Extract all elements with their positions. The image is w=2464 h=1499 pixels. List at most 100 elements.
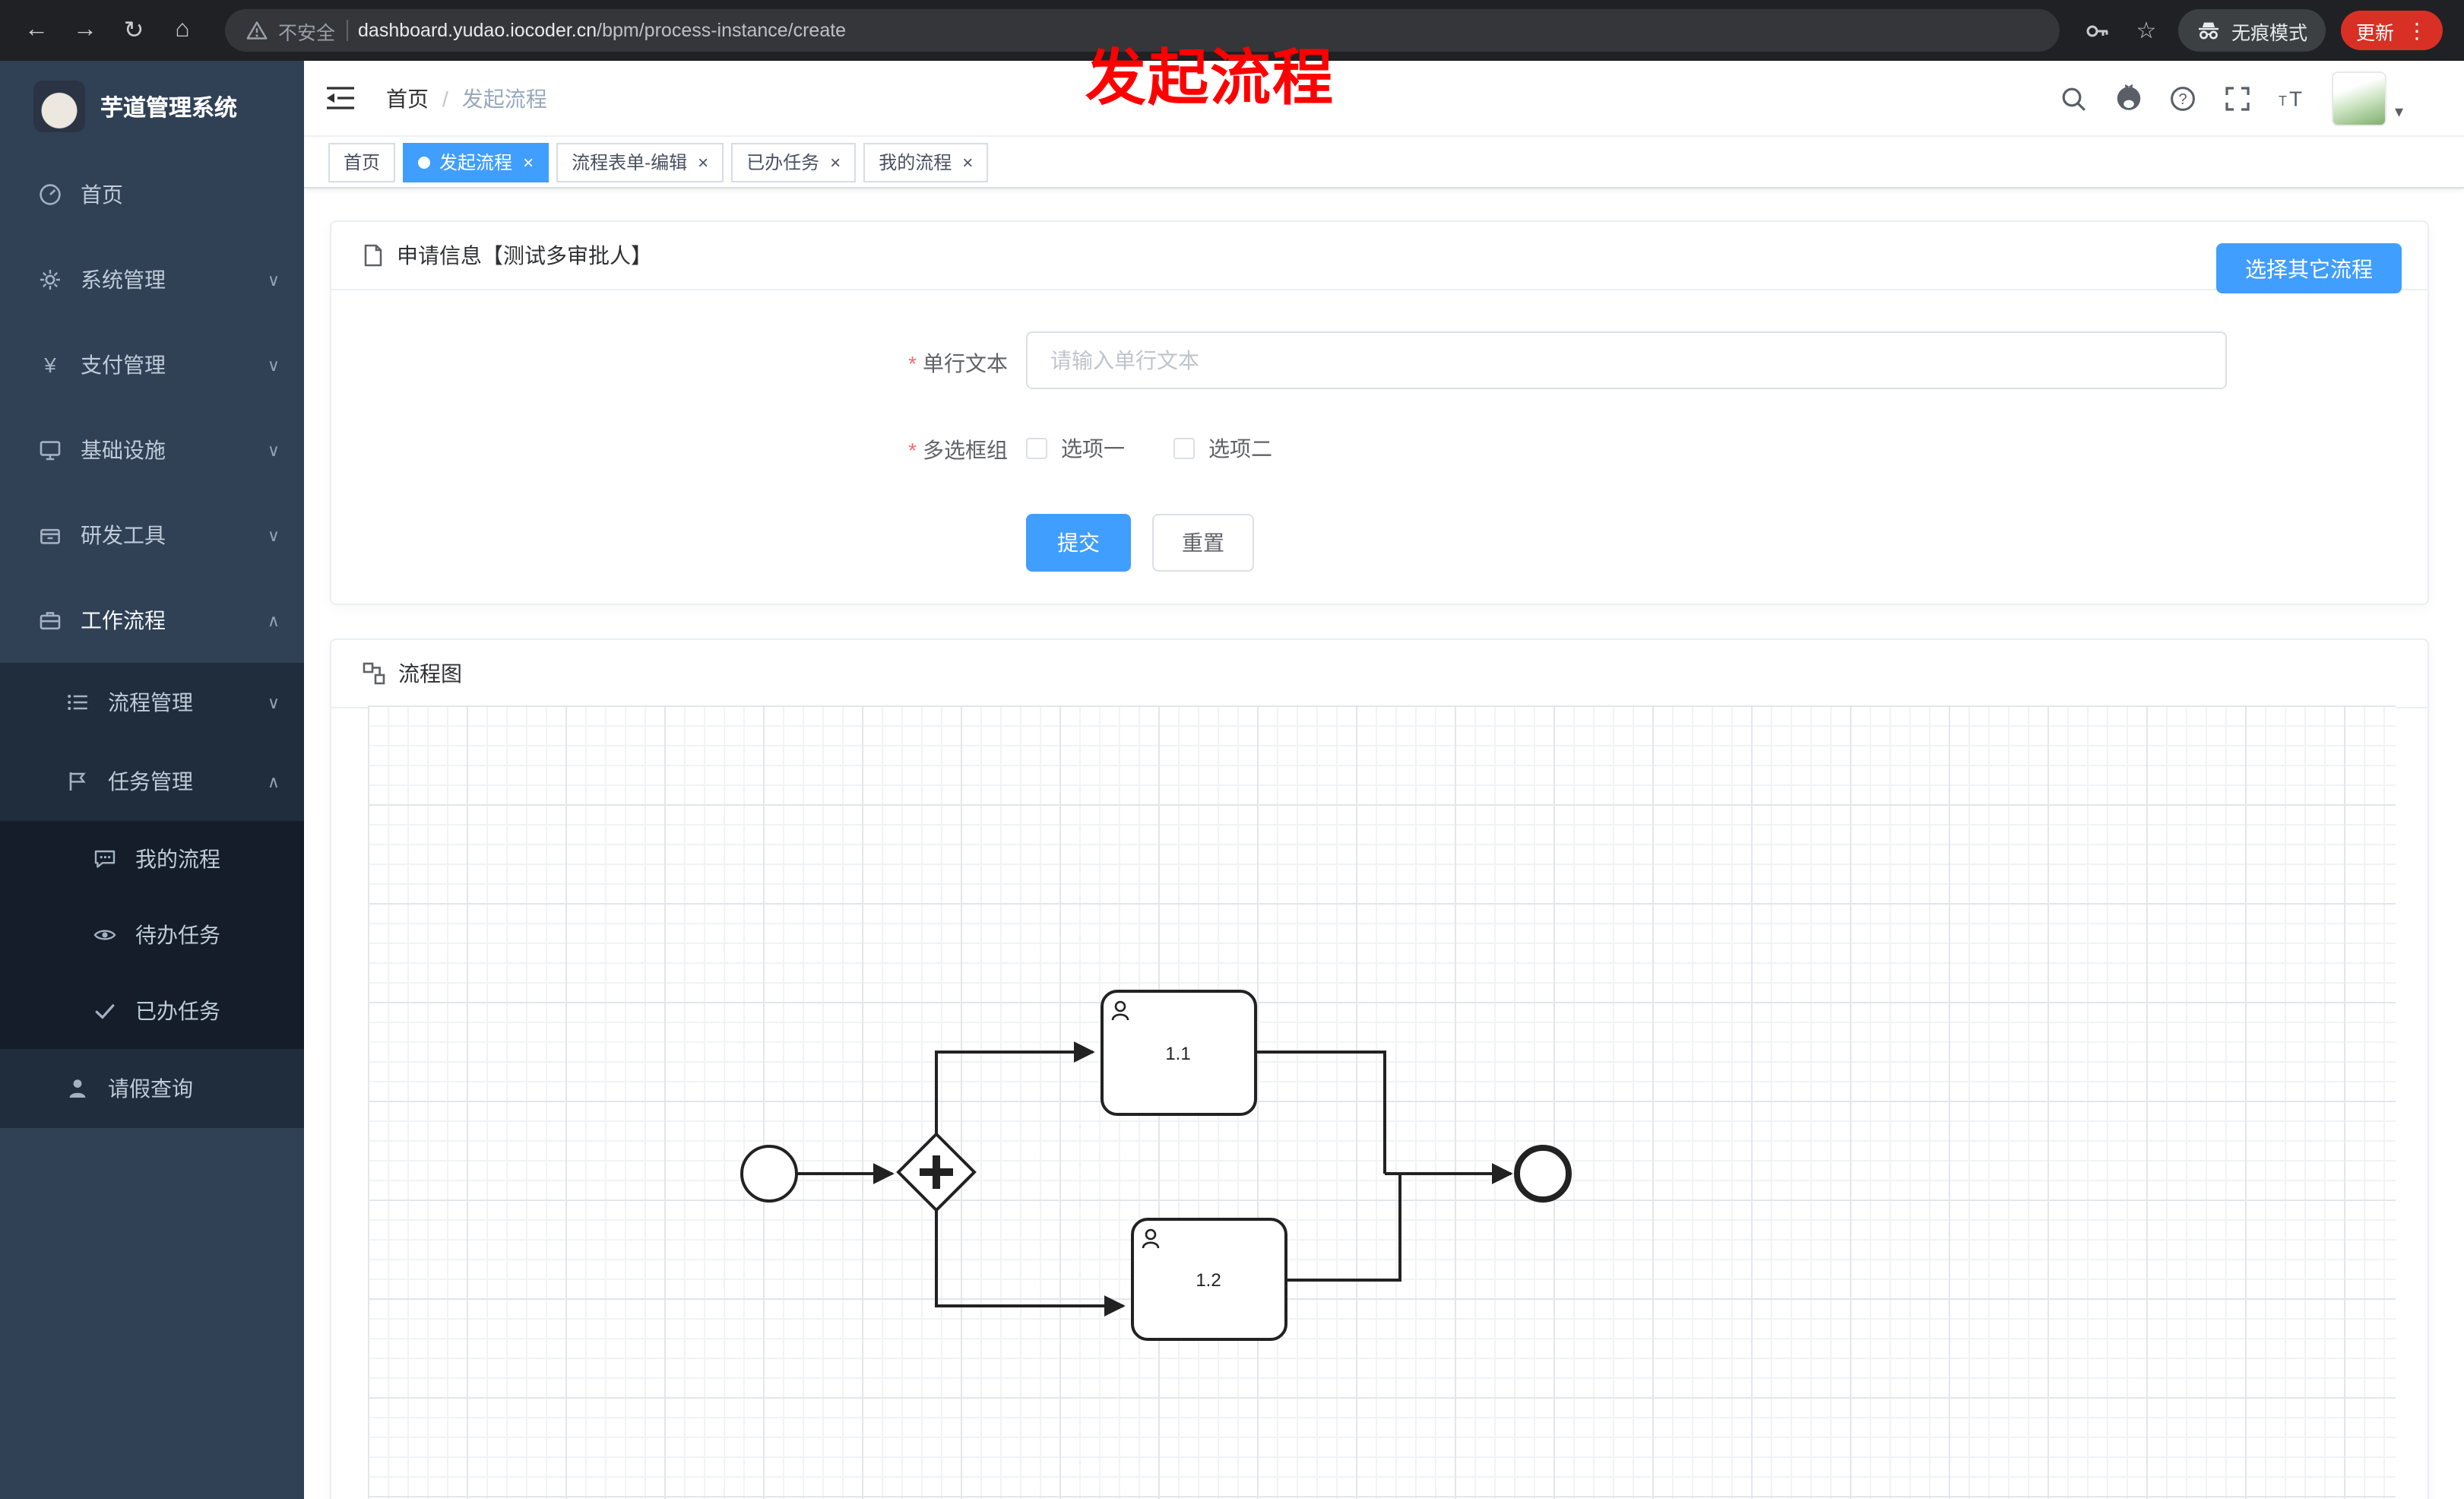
diagram-card-title: 流程图 (398, 661, 462, 686)
checkbox-icon[interactable] (1026, 438, 1047, 459)
breadcrumb-current: 发起流程 (461, 86, 547, 110)
dashboard-icon (36, 182, 64, 207)
incognito-badge[interactable]: 无痕模式 (2177, 9, 2326, 52)
chevron-up-icon: ∧ (267, 612, 280, 630)
menu-label: 工作流程 (81, 608, 166, 632)
text-field-label: *单行文本 (908, 351, 1008, 376)
user-task-icon (1142, 1228, 1160, 1249)
reset-button[interactable]: 重置 (1152, 514, 1254, 572)
sidebar-item-task-management[interactable]: 任务管理 ∧ (0, 742, 304, 821)
checkbox-option-1[interactable]: 选项一 (1026, 433, 1125, 464)
address-bar[interactable]: 不安全 dashboard.yudao.iocoder.cn/bpm/proce… (225, 9, 2060, 52)
forward-icon: → (73, 17, 97, 43)
apply-info-card-header: 申请信息【测试多审批人】 (331, 222, 2428, 290)
sidebar-item-done-tasks[interactable]: 已办任务 (0, 973, 304, 1049)
checkbox-label: 选项二 (1208, 436, 1272, 461)
security-label[interactable]: 不安全 (278, 22, 336, 43)
end-event (1514, 1145, 1572, 1203)
github-icon[interactable] (2114, 83, 2144, 113)
task-label: 1.1 (1165, 1044, 1190, 1064)
yen-icon: ¥ (44, 353, 56, 377)
submit-button[interactable]: 提交 (1026, 514, 1131, 572)
tab-label: 我的流程 (879, 152, 952, 173)
warning-icon (246, 21, 268, 40)
flow-gateway-to-task1 (935, 1041, 1095, 1136)
apply-info-card: 申请信息【测试多审批人】 选择其它流程 *单行文本 *多选框组 选项一 选项二 (330, 220, 2429, 605)
sidebar-item-system[interactable]: 系统管理 ∨ (0, 237, 304, 322)
tab-done-tasks[interactable]: 已办任务 × (731, 142, 857, 182)
page-url[interactable]: dashboard.yudao.iocoder.cn/bpm/process-i… (358, 20, 846, 41)
flow-gateway-to-task2 (935, 1210, 1126, 1317)
url-path: /bpm/process-instance/create (597, 20, 847, 41)
sidebar-collapse-button[interactable] (325, 84, 359, 112)
sidebar-item-infrastructure[interactable]: 基础设施 ∨ (0, 407, 304, 493)
menu-label: 支付管理 (81, 353, 166, 377)
main-content: 申请信息【测试多审批人】 选择其它流程 *单行文本 *多选框组 选项一 选项二 (304, 189, 2464, 1499)
required-mark: * (908, 351, 917, 376)
user-avatar[interactable] (2332, 71, 2387, 125)
browser-back-button[interactable]: ← (15, 9, 58, 52)
breadcrumb-home[interactable]: 首页 (386, 86, 429, 110)
single-line-text-input[interactable] (1026, 331, 2227, 389)
sidebar-item-todo-tasks[interactable]: 待办任务 (0, 897, 304, 973)
active-dot (418, 156, 431, 168)
close-icon[interactable]: × (962, 151, 974, 173)
bpmn-canvas[interactable]: 1.1 1.2 (368, 705, 2396, 1499)
browser-toolbar: ← → ↻ ⌂ 不安全 dashboard.yudao.iocoder.cn/b… (0, 0, 2464, 61)
menu-label: 基础设施 (81, 438, 166, 462)
chevron-down-icon: ∨ (267, 527, 280, 545)
user-menu[interactable]: ▾ (2332, 71, 2403, 125)
tab-start-process[interactable]: 发起流程 × (403, 142, 549, 182)
tab-label: 已办任务 (746, 152, 820, 173)
browser-menu-icon[interactable]: ⋮ (2406, 17, 2428, 42)
tab-form-edit[interactable]: 流程表单-编辑 × (556, 142, 724, 182)
sidebar-item-leave-query[interactable]: 请假查询 (0, 1049, 304, 1128)
home-icon: ⌂ (175, 17, 190, 43)
checkbox-option-2[interactable]: 选项二 (1173, 433, 1272, 464)
chrome-update-button[interactable]: 更新 ⋮ (2340, 11, 2443, 50)
app-logo-image (33, 81, 85, 132)
password-key-icon[interactable] (2081, 17, 2114, 43)
eye-icon (91, 923, 119, 947)
update-label: 更新 (2355, 22, 2394, 43)
help-icon[interactable]: ? (2168, 83, 2199, 113)
start-event (740, 1145, 798, 1203)
sidebar-logo[interactable]: 芋道管理系统 (0, 61, 304, 152)
bookmark-star-icon[interactable]: ☆ (2136, 18, 2157, 44)
sidebar: 芋道管理系统 首页 系统管理 ∨ ¥ 支付管理 ∨ (0, 61, 304, 1499)
sidebar-item-devtools[interactable]: 研发工具 ∨ (0, 493, 304, 578)
user-task-1-2: 1.2 (1131, 1218, 1287, 1341)
sidebar-item-process-management[interactable]: 流程管理 ∨ (0, 663, 304, 742)
sidebar-item-home[interactable]: 首页 (0, 152, 304, 237)
menu-label: 我的流程 (135, 847, 220, 871)
svg-text:T: T (2279, 93, 2288, 108)
sidebar-item-my-process[interactable]: 我的流程 (0, 821, 304, 897)
close-icon[interactable]: × (698, 151, 709, 173)
select-other-process-button[interactable]: 选择其它流程 (2216, 243, 2402, 293)
browser-reload-button[interactable]: ↻ (112, 9, 155, 52)
chevron-down-icon: ∨ (267, 271, 280, 290)
close-icon[interactable]: × (830, 151, 841, 173)
tab-my-process[interactable]: 我的流程 × (863, 142, 989, 182)
browser-actions: ☆ 无痕模式 更新 ⋮ (2081, 9, 2449, 52)
close-icon[interactable]: × (523, 151, 534, 173)
browser-home-button[interactable]: ⌂ (161, 9, 204, 52)
search-icon[interactable] (2059, 83, 2089, 113)
app-title: 芋道管理系统 (100, 95, 238, 121)
menu-label: 任务管理 (108, 769, 193, 794)
archive-box-icon (36, 523, 64, 547)
list-icon (64, 690, 91, 715)
caret-down-icon: ▾ (2394, 103, 2403, 121)
tab-home[interactable]: 首页 (328, 142, 396, 182)
browser-forward-button[interactable]: → (64, 9, 106, 52)
sidebar-item-payment[interactable]: ¥ 支付管理 ∨ (0, 322, 304, 407)
menu-label: 首页 (81, 182, 123, 207)
flow-task1-merge (1256, 1051, 1386, 1174)
fullscreen-icon[interactable] (2223, 83, 2253, 113)
breadcrumb: 首页 / 发起流程 (386, 83, 547, 113)
checkbox-icon[interactable] (1173, 438, 1195, 459)
monitor-icon (36, 438, 64, 462)
sidebar-item-workflow[interactable]: 工作流程 ∧ (0, 578, 304, 663)
